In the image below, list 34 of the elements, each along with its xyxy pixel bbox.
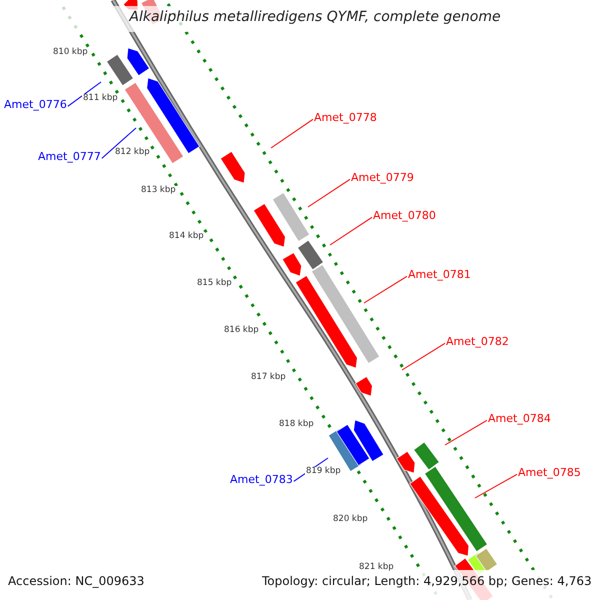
- gene-label: Amet_0783: [230, 474, 293, 487]
- gene-label: Amet_0780: [373, 210, 436, 223]
- tick-label: 818 kbp: [278, 420, 315, 430]
- tick-label: 821 kbp: [358, 563, 395, 573]
- tick-label: 813 kbp: [140, 186, 177, 196]
- leader-line: [330, 216, 372, 246]
- leader-line: [402, 342, 446, 370]
- gene-label: Amet_0782: [446, 336, 509, 349]
- gene-label: Amet_0778: [314, 112, 377, 125]
- tick-label: 820 kbp: [332, 515, 369, 525]
- gene-label: Amet_0779: [351, 172, 414, 185]
- tick-label: 810 kbp: [52, 48, 89, 58]
- gene-label: Amet_0785: [518, 467, 581, 480]
- gene-label: Amet_0777: [38, 151, 101, 164]
- tick-label: 812 kbp: [114, 148, 151, 158]
- genome-summary-text: Topology: circular; Length: 4,929,566 bp; Genes: 4,763: [262, 575, 592, 589]
- leader-line: [444, 420, 488, 446]
- tick-label: 816 kbp: [223, 326, 260, 336]
- leader-line: [474, 474, 518, 498]
- accession-text: Accession: NC_009633: [8, 575, 144, 589]
- gene-label: Amet_0776: [4, 99, 67, 112]
- tick-label: 817 kbp: [250, 373, 287, 383]
- tick-label: 814 kbp: [168, 232, 205, 242]
- gene-label: Amet_0784: [488, 413, 551, 426]
- leader-line: [270, 118, 314, 148]
- leader-line: [364, 276, 408, 304]
- map-title: Alkaliphilus metalliredigens QYMF, complete genome: [128, 9, 502, 26]
- gene-label: Amet_0781: [408, 269, 471, 282]
- tick-label: 819 kbp: [305, 467, 342, 477]
- tick-label: 815 kbp: [196, 279, 233, 289]
- leader-line: [101, 128, 136, 159]
- tick-label: 811 kbp: [82, 94, 119, 104]
- leader-line: [67, 82, 102, 107]
- leader-line: [308, 178, 350, 208]
